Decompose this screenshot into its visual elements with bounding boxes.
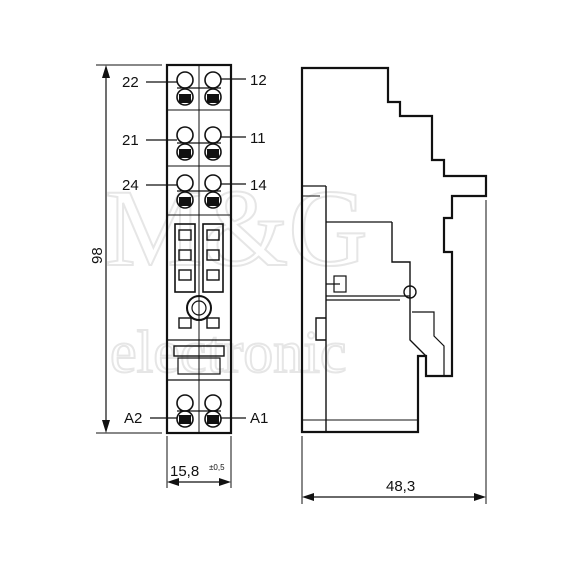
terminal-label-a1: A1 bbox=[250, 410, 268, 427]
retaining-clip bbox=[167, 345, 231, 381]
depth-dimension: 48,3 bbox=[301, 200, 487, 504]
depth-value: 48,3 bbox=[386, 478, 415, 495]
watermark-logo: M&G bbox=[105, 167, 368, 289]
width-tolerance: ±0,5 bbox=[209, 463, 225, 472]
terminal-label-12: 12 bbox=[250, 72, 267, 89]
front-view: 22 21 24 A2 12 11 14 A1 bbox=[122, 63, 268, 435]
watermark-text: electronic bbox=[110, 319, 347, 385]
terminal-label-24: 24 bbox=[122, 177, 139, 194]
width-value: 15,8 bbox=[170, 463, 199, 480]
width-dimension: 15,8 ±0,5 bbox=[166, 436, 232, 488]
side-body-outline bbox=[300, 66, 488, 434]
relay-contact-slots bbox=[167, 223, 231, 341]
terminal-block-21-11 bbox=[167, 126, 231, 167]
terminal-label-22: 22 bbox=[122, 74, 139, 91]
terminal-block-22-12 bbox=[167, 71, 231, 111]
side-view bbox=[300, 66, 488, 434]
terminal-label-a2: A2 bbox=[124, 410, 142, 427]
terminal-label-21: 21 bbox=[122, 132, 139, 149]
terminal-block-a2-a1 bbox=[176, 394, 222, 428]
height-dimension: 98 bbox=[89, 64, 162, 434]
height-value: 98 bbox=[89, 247, 106, 264]
terminal-label-14: 14 bbox=[250, 177, 267, 194]
terminal-block-24-14 bbox=[167, 174, 231, 216]
terminal-label-11: 11 bbox=[250, 130, 266, 147]
